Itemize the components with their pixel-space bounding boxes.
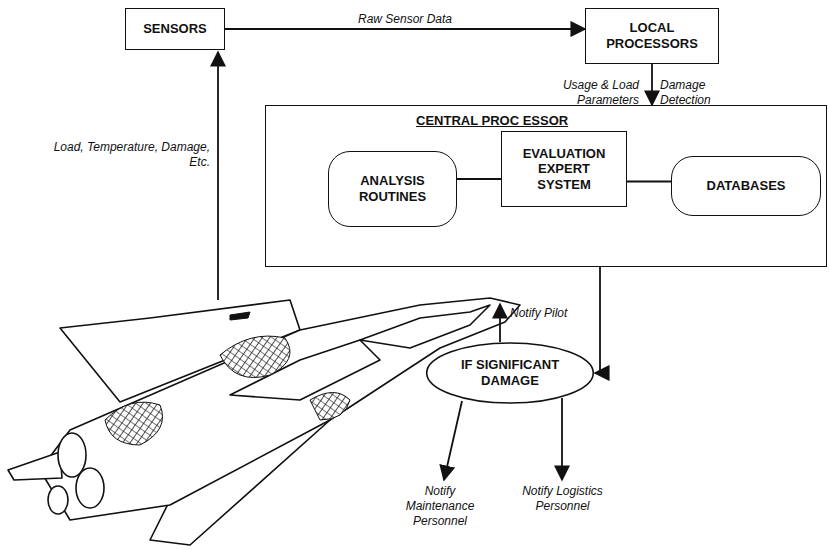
annotation-label: Load, Temperature, Damage, Etc.: [45, 140, 210, 170]
routine-box: ANALYSIS ROUTINES: [328, 151, 457, 227]
maintenance-arrow: [444, 401, 462, 480]
damage-patches: [105, 312, 350, 445]
annotation-label: Damage Detection: [660, 78, 742, 108]
connector: [457, 178, 501, 180]
central-processor-box: CENTRAL PROC ESSOR ANALYSIS ROUTINES EVALU…: [265, 105, 827, 267]
connector: [595, 267, 600, 373]
node-label: DATABASES: [699, 174, 794, 198]
decision-ellipse: IF SIGNIFICANT DAMAGE: [425, 342, 595, 404]
connector: [651, 64, 653, 105]
connector: [627, 181, 671, 183]
edge-label: Raw Sensor Data: [356, 12, 454, 26]
node-label: SENSORS: [135, 17, 215, 41]
processor-box: LOCAL PROCESSORS: [585, 8, 719, 64]
node-label: LOCAL PROCESSORS: [586, 16, 718, 55]
logistics-arrow: [561, 398, 563, 480]
sensor-box: SENSORS: [125, 8, 225, 50]
annotation-label: Notify Logistics Personnel: [515, 484, 610, 514]
connector: [225, 28, 585, 30]
annotation-label: Notify Maintenance Personnel: [390, 484, 490, 529]
node-label: ANALYSIS ROUTINES: [329, 169, 456, 208]
shuttle-outline: [8, 298, 520, 545]
node-label: IF SIGNIFICANT DAMAGE: [425, 357, 595, 388]
annotation-label: Notify Pilot: [510, 306, 570, 321]
group-heading: CENTRAL PROC ESSOR: [416, 113, 568, 128]
database-box: DATABASES: [671, 156, 821, 216]
load-arrow: [217, 52, 219, 300]
node-label: EVALUATION EXPERT SYSTEM: [502, 142, 626, 197]
expert-system-box: EVALUATION EXPERT SYSTEM: [501, 131, 627, 207]
annotation-label: Usage & Load Parameters: [545, 78, 639, 108]
pilot-arrow: [499, 304, 501, 342]
